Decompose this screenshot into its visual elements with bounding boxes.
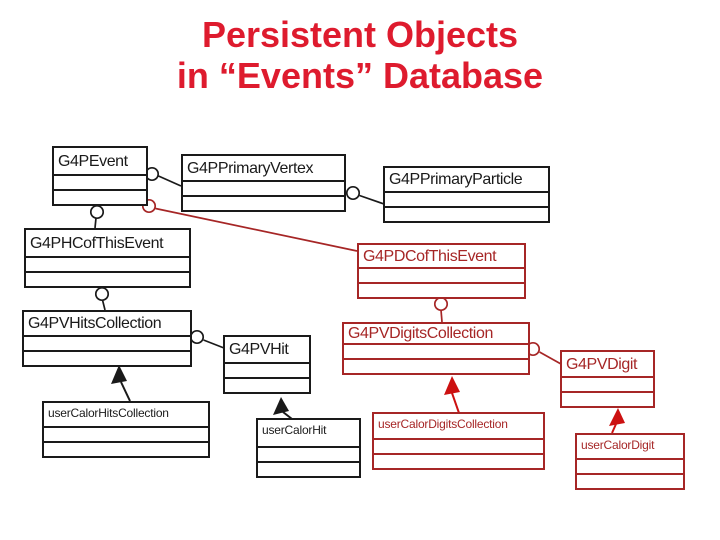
class-name: userCalorHitsCollection (44, 403, 208, 428)
class-name: userCalorDigit (577, 435, 683, 460)
class-name: G4PVDigitsCollection (344, 324, 528, 345)
arrow-usercalordigitscollection-g4pvdigitscollection (444, 376, 460, 414)
class-box-g4pdcofthisevent: G4PDCofThisEvent (357, 243, 526, 299)
class-compartment (24, 337, 190, 352)
arrow-usercalordigit-g4pvdigit (609, 408, 625, 434)
aggregation-g4phcofthisevent-g4pvhitscollection (94, 286, 110, 311)
class-name: G4PDCofThisEvent (359, 245, 524, 269)
class-box-g4phcofthisevent: G4PHCofThisEvent (24, 228, 191, 288)
class-compartment (577, 460, 683, 475)
class-compartment (562, 393, 653, 406)
slide-title-line1: Persistent Objects (201, 14, 519, 55)
class-box-usercalorhitscollection: userCalorHitsCollection (42, 401, 210, 458)
class-box-g4pvhitscollection: G4PVHitsCollection (22, 310, 192, 367)
class-compartment (385, 208, 548, 221)
class-compartment (44, 443, 208, 456)
class-name: G4PVHit (225, 337, 309, 364)
class-compartment (374, 440, 543, 455)
class-box-g4pevent: G4PEvent (52, 146, 148, 206)
class-compartment (225, 364, 309, 379)
class-box-g4pvdigit: G4PVDigit (560, 350, 655, 408)
class-compartment (26, 273, 189, 286)
class-compartment (54, 176, 146, 191)
class-name: G4PEvent (54, 148, 146, 176)
slide-title-line2: in “Events” Database (176, 55, 544, 96)
class-name: userCalorHit (258, 420, 359, 448)
class-box-usercalordigit: userCalorDigit (575, 433, 685, 490)
class-name: G4PPrimaryParticle (385, 168, 548, 193)
aggregation-g4pevent-g4phcofthisevent (89, 204, 105, 229)
aggregation-g4pvhitscollection-g4pvhit (189, 329, 225, 349)
class-box-g4pvdigitscollection: G4PVDigitsCollection (342, 322, 530, 375)
class-compartment (577, 475, 683, 488)
class-compartment (344, 345, 528, 360)
class-name: G4PVDigit (562, 352, 653, 378)
class-name: G4PHCofThisEvent (26, 230, 189, 258)
class-compartment (359, 284, 524, 297)
class-compartment (183, 182, 344, 197)
class-compartment (258, 448, 359, 463)
class-name: userCalorDigitsCollection (374, 414, 543, 440)
arrow-usercalorhitscollection-g4pvhitscollection (111, 365, 131, 402)
class-compartment (24, 352, 190, 365)
class-box-g4pprimaryparticle: G4PPrimaryParticle (383, 166, 550, 223)
class-compartment (344, 360, 528, 373)
aggregation-g4pvdigitscollection-g4pvdigit (525, 341, 562, 365)
class-box-g4pvhit: G4PVHit (223, 335, 311, 394)
class-box-usercalordigitscollection: userCalorDigitsCollection (372, 412, 545, 470)
class-compartment (225, 379, 309, 392)
aggregation-g4pdcofthisevent-g4pvdigitscollection (433, 296, 449, 323)
arrow-usercalorhit-g4pvhit (273, 397, 293, 420)
class-compartment (374, 455, 543, 468)
class-compartment (258, 463, 359, 476)
class-compartment (44, 428, 208, 443)
slide-title: Persistent Objects in “Events” Database (0, 14, 720, 96)
class-compartment (26, 258, 189, 273)
class-box-usercalorhit: userCalorHit (256, 418, 361, 478)
aggregation-g4pevent-g4pprimaryvertex (144, 166, 182, 187)
class-compartment (562, 378, 653, 393)
class-compartment (183, 197, 344, 210)
class-name: G4PVHitsCollection (24, 312, 190, 337)
class-compartment (54, 191, 146, 204)
class-compartment (385, 193, 548, 208)
class-name: G4PPrimaryVertex (183, 156, 344, 182)
class-box-g4pprimaryvertex: G4PPrimaryVertex (181, 154, 346, 212)
aggregation-g4pprimaryvertex-g4pprimaryparticle (345, 185, 385, 205)
class-compartment (359, 269, 524, 284)
